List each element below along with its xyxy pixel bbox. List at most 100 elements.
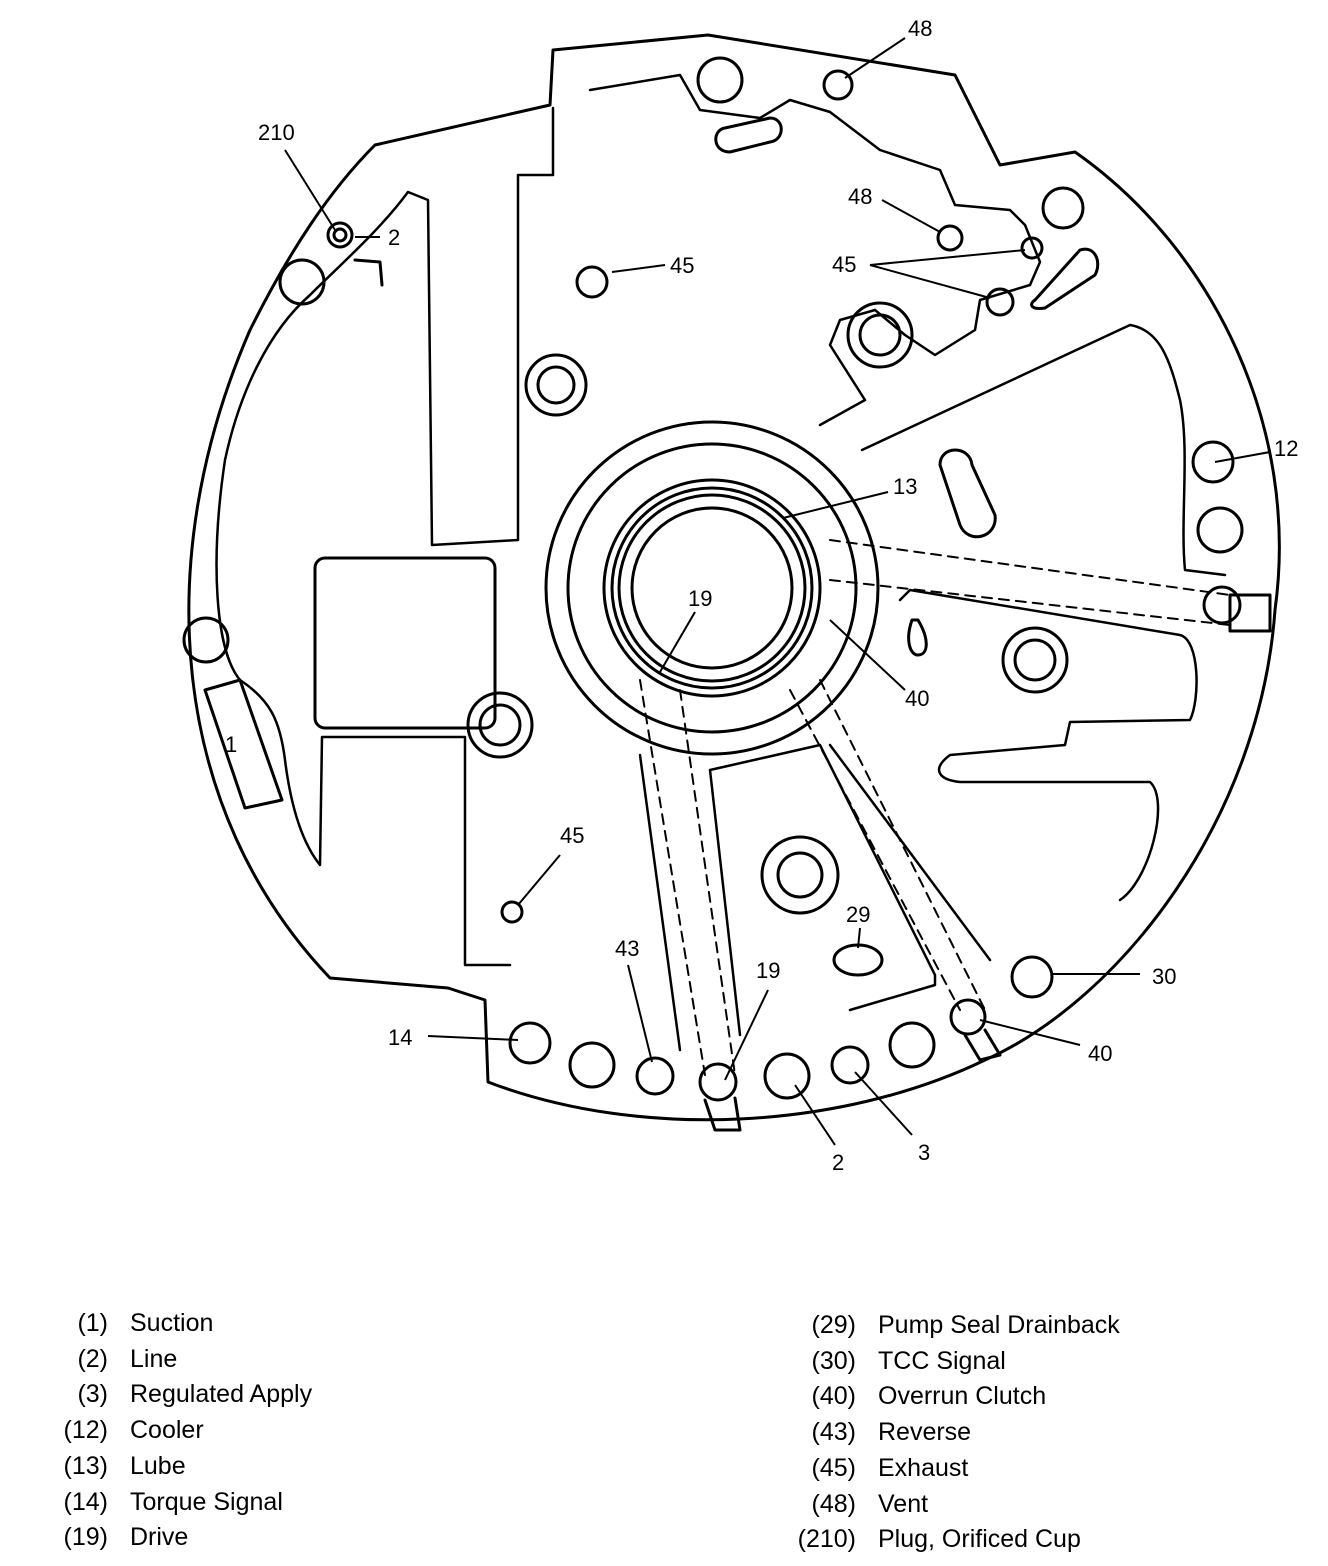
hole: [949, 998, 987, 1036]
callout-29: 29: [846, 902, 870, 927]
legend-label: TCC Signal: [878, 1346, 1006, 1375]
legend-row: (210) Plug, Orificed Cup: [788, 1522, 1120, 1558]
legend-code: (40): [811, 1382, 856, 1411]
hole: [1010, 955, 1054, 999]
hole: [1041, 186, 1085, 230]
hole: [182, 616, 230, 664]
hole: [832, 943, 884, 977]
legend-row: (48) Vent: [788, 1487, 1120, 1523]
legend-code: (210): [797, 1525, 856, 1554]
hole: [508, 1021, 552, 1065]
legend-label: Reverse: [878, 1418, 972, 1447]
passage-dashed: [679, 689, 736, 1076]
legend-label: Drive: [130, 1523, 189, 1552]
leader-line: [284, 149, 336, 231]
legend-code: (45): [811, 1453, 856, 1482]
lower-spoke-outline: [638, 743, 992, 1052]
slot: [1030, 247, 1100, 310]
leader-line: [724, 989, 769, 1081]
leader-line: [427, 1035, 519, 1041]
bolt-hole: [536, 365, 576, 405]
hole: [575, 265, 609, 299]
bolt-boss: [1001, 626, 1069, 694]
legend-code: (30): [811, 1346, 856, 1375]
legend-row: (1) Suction: [50, 1306, 312, 1342]
legend-row: (30) TCC Signal: [788, 1344, 1120, 1380]
leader-line: [1214, 451, 1271, 463]
right-channel-outline: [860, 323, 1227, 577]
slot: [907, 618, 928, 657]
legend-label: Cooler: [130, 1416, 204, 1445]
legend-row: (12) Cooler: [50, 1413, 312, 1449]
bolt-boss: [760, 835, 840, 915]
legend-right: (29) Pump Seal Drainback (30) TCC Signal…: [788, 1308, 1120, 1558]
callout-2-top: 2: [388, 225, 400, 250]
legend-label: Torque Signal: [130, 1487, 283, 1516]
center-bore-ring-2: [610, 486, 814, 690]
left-channel-outline: [215, 106, 555, 967]
callout-48-mid: 48: [848, 184, 872, 209]
legend-code: (1): [77, 1309, 108, 1337]
bolt-hole: [478, 703, 522, 747]
hole: [1020, 236, 1044, 260]
hole: [985, 287, 1015, 317]
passage-dashed: [829, 539, 1231, 596]
callout-210: 210: [258, 120, 295, 145]
slot: [714, 116, 783, 154]
bolt-boss: [466, 691, 534, 759]
hole: [888, 1021, 936, 1069]
leader-line: [627, 964, 653, 1063]
center-left-pad: [313, 556, 497, 730]
callout-13: 13: [893, 474, 917, 499]
hole: [830, 1045, 870, 1085]
leader-line: [869, 249, 1026, 266]
legend-code: (12): [63, 1416, 108, 1445]
legend-code: (29): [811, 1311, 856, 1339]
center-bore: [630, 506, 794, 670]
callout-14: 14: [388, 1025, 412, 1050]
hole: [698, 1062, 738, 1102]
callout-12: 12: [1274, 436, 1298, 461]
legend-label: Pump Seal Drainback: [878, 1311, 1120, 1339]
legend-label: Vent: [878, 1489, 929, 1518]
legend-label: Suction: [130, 1309, 214, 1337]
pump-cover-outline: [187, 33, 1281, 1122]
center-bore-ring-3: [617, 493, 807, 683]
passage-dashed: [829, 579, 1231, 626]
hole: [278, 258, 326, 306]
legend-label: Plug, Orificed Cup: [878, 1525, 1081, 1554]
leader-line: [659, 611, 696, 673]
legend-label: Regulated Apply: [130, 1380, 313, 1409]
bolt-hole: [858, 313, 902, 357]
legend-row: (29) Pump Seal Drainback: [788, 1308, 1120, 1344]
legend-label: Exhaust: [878, 1453, 969, 1482]
legend-code: (48): [811, 1489, 856, 1518]
callout-45-right: 45: [832, 252, 856, 277]
index-mark: [353, 258, 384, 287]
callout-40-center: 40: [905, 686, 929, 711]
slot: [203, 678, 284, 810]
leader-line: [844, 37, 906, 79]
hole: [635, 1056, 675, 1096]
leader-line: [794, 1084, 836, 1146]
callout-48-top: 48: [908, 16, 932, 41]
legend-code: (13): [63, 1451, 108, 1480]
hole: [332, 227, 348, 243]
callout-45-lower: 45: [560, 823, 584, 848]
passage-dashed: [819, 679, 986, 1011]
legend-label: Line: [130, 1344, 178, 1373]
right-lower-channel: [898, 588, 1198, 902]
bolt-boss: [524, 353, 588, 417]
leader-line: [829, 619, 906, 691]
callout-19-center: 19: [688, 586, 712, 611]
hole: [763, 1052, 811, 1100]
legend-row: (45) Exhaust: [788, 1451, 1120, 1487]
center-boss-ring: [566, 442, 858, 734]
passage-dashed: [639, 679, 706, 1076]
legend-row: (3) Regulated Apply: [50, 1377, 312, 1413]
callout-30: 30: [1152, 964, 1176, 989]
leader-line: [517, 854, 561, 906]
leader-line: [782, 491, 889, 519]
port-stub: [703, 1096, 742, 1132]
hole: [696, 56, 744, 104]
